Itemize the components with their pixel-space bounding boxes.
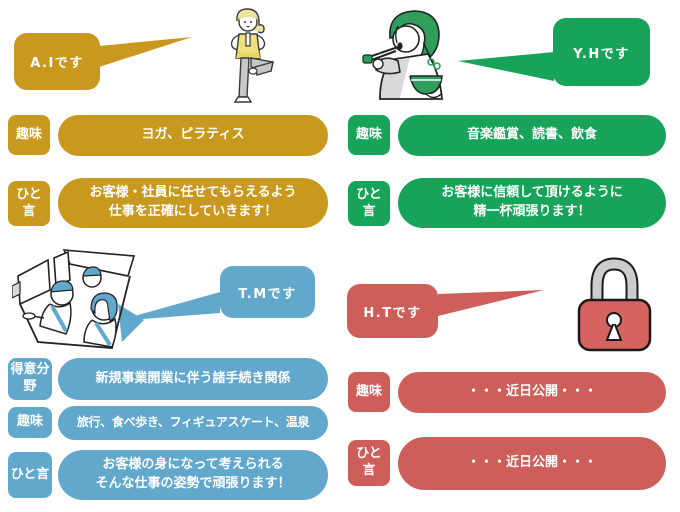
row-label-text: 趣味: [355, 383, 382, 399]
car-passengers-illustration: [12, 249, 144, 349]
row-value-comment: お客様・社員に任せてもらえるよう 仕事を正確にしていきます！: [58, 178, 328, 228]
row-value-text: お客様・社員に任せてもらえるよう 仕事を正確にしていきます！: [89, 185, 297, 219]
name-bubble-text: H.Tです: [363, 305, 422, 321]
speech-tail: [438, 290, 544, 316]
row-value-text: お客様の身になって考えられる そんな仕事の姿勢で頑張ります！: [95, 457, 291, 491]
name-bubble: T.Mです: [220, 266, 315, 318]
row-label-comment: ひと言: [8, 452, 52, 498]
row-value-comment: お客様の身になって考えられる そんな仕事の姿勢で頑張ります！: [58, 450, 328, 500]
row-value-hobby: ・・・近日公開・・・: [398, 372, 666, 413]
speech-tail: [458, 52, 554, 81]
speech-tail: [117, 292, 220, 321]
row-label-text: 趣味: [16, 414, 43, 430]
name-bubble: Y.Hです: [553, 18, 650, 86]
row-label-text: 得意分野: [10, 362, 50, 394]
row-label-hobby: 趣味: [8, 115, 50, 155]
name-bubble: A.Iです: [14, 33, 100, 90]
row-value-text: ヨガ、ピラティス: [141, 127, 245, 143]
row-label-hobby: 趣味: [348, 115, 390, 155]
padlock-illustration: [577, 257, 652, 352]
row-label-comment: ひと言: [348, 440, 390, 486]
name-bubble-text: Y.Hです: [573, 46, 630, 62]
name-bubble-text: A.Iです: [30, 56, 84, 71]
row-label-specialty: 得意分野: [8, 358, 52, 400]
row-value-text: ・・・近日公開・・・: [466, 455, 597, 471]
row-value-text: 旅行、食べ歩き、フィギュアスケート、温泉: [76, 415, 310, 430]
row-value-text: 新規事業開業に伴う諸手続き関係: [95, 370, 291, 386]
eating-person-illustration: [362, 10, 443, 100]
row-label-text: ひと言: [356, 186, 382, 219]
name-bubble: H.Tです: [347, 284, 438, 338]
row-value-specialty: 新規事業開業に伴う諸手続き関係: [58, 358, 328, 400]
row-value-hobby: 旅行、食べ歩き、フィギュアスケート、温泉: [58, 406, 328, 440]
name-bubble-text: T.Mです: [238, 286, 297, 302]
row-value-text: ・・・近日公開・・・: [466, 384, 597, 400]
row-value-hobby: 音楽鑑賞、読書、飲食: [398, 115, 666, 156]
row-label-text: 趣味: [15, 126, 42, 142]
row-label-text: ひと言: [16, 186, 42, 219]
row-value-comment: お客様に信頼して頂けるように 精一杯頑張ります！: [398, 178, 666, 228]
row-label-text: 趣味: [355, 126, 382, 142]
row-value-hobby: ヨガ、ピラティス: [58, 115, 328, 156]
row-label-text: ひと言: [10, 466, 50, 482]
yoga-person-illustration: [230, 8, 274, 103]
row-value-comment: ・・・近日公開・・・: [398, 437, 666, 490]
row-value-text: お客様に信頼して頂けるように 精一杯頑張ります！: [441, 185, 623, 219]
speech-tail: [99, 37, 192, 67]
row-value-text: 音楽鑑賞、読書、飲食: [466, 127, 597, 143]
row-label-text: ひと言: [356, 446, 382, 478]
row-label-hobby: 趣味: [348, 372, 390, 412]
row-label-comment: ひと言: [8, 181, 50, 226]
row-label-hobby: 趣味: [8, 407, 52, 438]
row-label-comment: ひと言: [348, 181, 390, 226]
